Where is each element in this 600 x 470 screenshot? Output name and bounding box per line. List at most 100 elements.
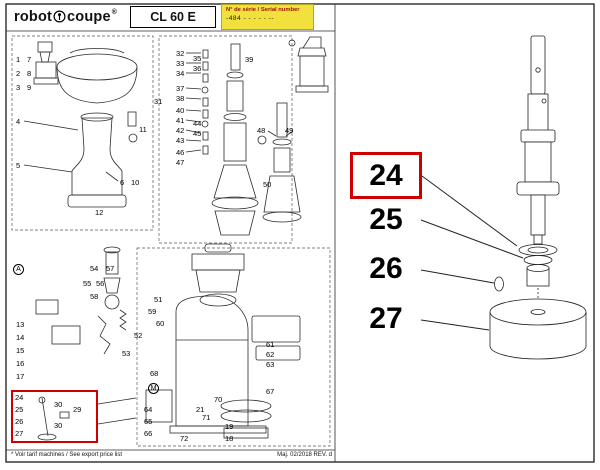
footer-revision: Maj. 02/2018 REV. d xyxy=(277,452,332,458)
registered-mark: ® xyxy=(111,9,118,16)
part-number-label: 47 xyxy=(176,158,185,167)
part-number-label: 15 xyxy=(16,346,25,355)
logo-text-coupe: coupe xyxy=(67,9,111,25)
part-number-label: 51 xyxy=(154,295,163,304)
callout-27: 27 xyxy=(369,302,403,335)
part-number-label: 16 xyxy=(16,359,25,368)
part-number-label: 50 xyxy=(263,180,272,189)
part-number-label: 32 xyxy=(176,49,185,58)
part-number-label: 3 xyxy=(16,83,21,92)
part-number-label: 18 xyxy=(225,434,234,443)
part-number-label: 54 xyxy=(90,264,99,273)
serial-number-plate: N° de série / Serial number -484 - - - -… xyxy=(221,4,314,30)
robot-coupe-logo: robot coupe ® xyxy=(14,9,117,27)
part-number-label: 38 xyxy=(176,94,185,103)
part-number-label: 55 xyxy=(83,279,92,288)
part-number-label: 34 xyxy=(176,69,185,78)
part-number-label: 43 xyxy=(176,136,185,145)
part-number-label: 56 xyxy=(96,279,105,288)
part-number-label: 59 xyxy=(148,307,157,316)
part-number-label: 36 xyxy=(193,64,202,73)
part-number-label: 31 xyxy=(154,97,163,106)
part-number-label: 40 xyxy=(176,106,185,115)
part-number-label: 24 xyxy=(15,393,24,402)
assembled-machine-art xyxy=(288,36,329,93)
part-number-label: 49 xyxy=(285,126,294,135)
callout-leader-lines xyxy=(420,175,524,331)
bowl-assembly-art xyxy=(23,48,138,208)
part-number-label: 27 xyxy=(15,429,24,438)
part-number-label: 33 xyxy=(176,59,185,68)
part-number-label: 42 xyxy=(176,126,185,135)
serial-number-value: -484 - - - - - -- xyxy=(226,15,275,22)
part-number-label: 10 xyxy=(131,178,140,187)
part-number-label: 29 xyxy=(73,405,82,414)
chef-icon xyxy=(53,10,66,27)
highlighted-lever-art xyxy=(37,396,137,441)
circled-ref-label: M xyxy=(148,383,159,394)
part-number-label: 25 xyxy=(15,405,24,414)
part-number-label: 63 xyxy=(266,360,275,369)
callout-highlight-box xyxy=(350,152,422,199)
part-number-label: 44 xyxy=(193,119,202,128)
part-number-label: 57 xyxy=(106,264,115,273)
part-number-label: 45 xyxy=(193,129,202,138)
part-number-label: 4 xyxy=(16,117,21,126)
mini-machine-top-left-art xyxy=(33,41,59,85)
part-number-label: 53 xyxy=(122,349,131,358)
part-number-label: 13 xyxy=(16,320,25,329)
machine-body-art xyxy=(145,243,301,439)
highlight-box-parts-24-27 xyxy=(11,390,98,443)
part-number-label: 30 xyxy=(54,421,63,430)
callout-24: 24 xyxy=(369,159,403,192)
part-number-label: 12 xyxy=(95,208,104,217)
part-number-label: 64 xyxy=(144,405,153,414)
part-number-label: 66 xyxy=(144,429,153,438)
callout-26: 26 xyxy=(369,252,403,285)
part-number-label: 68 xyxy=(150,369,159,378)
part-number-label: 71 xyxy=(202,413,211,422)
logo-text-robot: robot xyxy=(14,9,53,25)
dashed-panel-borders xyxy=(11,35,331,447)
part-number-label: 35 xyxy=(193,54,202,63)
part-number-label: 58 xyxy=(90,292,99,301)
part-number-label: 72 xyxy=(180,434,189,443)
shaft-detail-art xyxy=(489,35,587,360)
model-name: CL 60 E xyxy=(150,10,196,24)
part-number-label: 26 xyxy=(15,417,24,426)
part-number-label: 7 xyxy=(27,55,32,64)
feed-head-column-art xyxy=(257,102,302,223)
part-number-label: 60 xyxy=(156,319,165,328)
small-parts-art xyxy=(35,246,127,355)
part-number-label: 11 xyxy=(139,125,147,134)
part-number-label: 62 xyxy=(266,350,275,359)
part-number-label: 19 xyxy=(225,422,234,431)
part-number-label: 61 xyxy=(266,340,275,349)
part-number-label: 14 xyxy=(16,333,25,342)
part-number-label: 70 xyxy=(214,395,223,404)
part-number-label: 30 xyxy=(54,400,63,409)
part-number-label: 17 xyxy=(16,372,25,381)
part-number-label: 8 xyxy=(27,69,32,78)
part-number-label: 65 xyxy=(144,417,153,426)
model-designation-box: CL 60 E xyxy=(130,6,216,28)
serial-number-label: N° de série / Serial number xyxy=(226,7,300,13)
part-number-label: 46 xyxy=(176,148,185,157)
part-number-label: 9 xyxy=(27,83,32,92)
part-number-label: 2 xyxy=(16,69,21,78)
part-number-label: 67 xyxy=(266,387,275,396)
shaft-column-art xyxy=(185,43,259,236)
part-number-label: 6 xyxy=(120,178,125,187)
part-number-label: 39 xyxy=(245,55,254,64)
part-number-label: 5 xyxy=(16,161,21,170)
part-number-label: 41 xyxy=(176,116,185,125)
footer-note: * Voir tarif machines / See export price… xyxy=(11,452,123,458)
callout-25: 25 xyxy=(369,203,403,236)
part-number-label: 37 xyxy=(176,84,185,93)
part-number-label: 21 xyxy=(196,405,205,414)
circled-ref-label: A xyxy=(13,264,24,275)
part-number-label: 1 xyxy=(16,55,21,64)
part-number-label: 48 xyxy=(257,126,266,135)
